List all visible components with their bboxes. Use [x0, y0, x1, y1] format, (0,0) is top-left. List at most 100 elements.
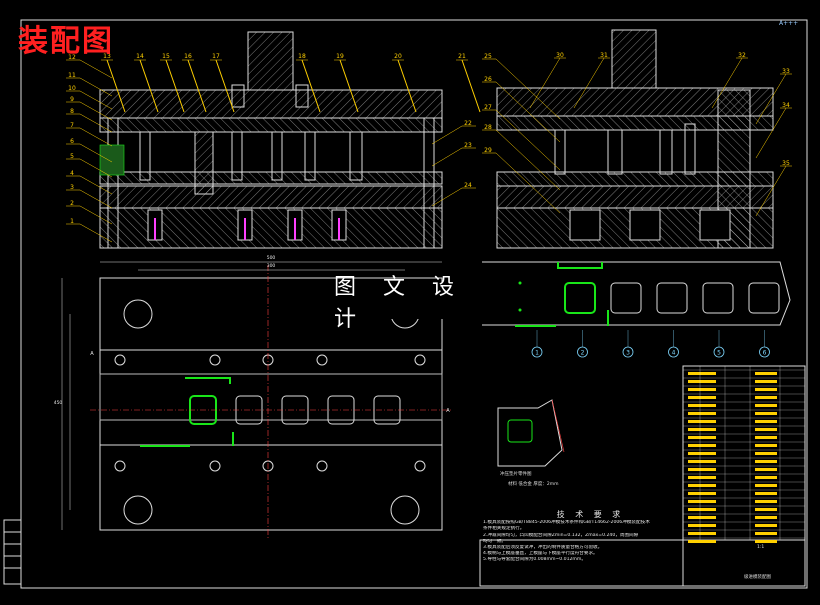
- part-number-label: 22: [464, 120, 472, 127]
- part-number-label: 13: [103, 53, 111, 60]
- technical-requirements: 技 术 要 求 1.模具装配按照GB/T8845-2006冲模技术条件和GB/T…: [483, 510, 698, 564]
- leader-line: [755, 73, 787, 125]
- parts-list-cell: [688, 372, 716, 375]
- part-number-label: 1: [70, 218, 74, 225]
- leader-line: [301, 59, 321, 113]
- leader-line: [79, 59, 113, 79]
- leader-line: [106, 59, 126, 113]
- parts-list-cell: [755, 396, 777, 399]
- leader-line: [79, 189, 113, 209]
- strip-layout: [482, 261, 791, 327]
- leader-line: [79, 205, 113, 225]
- leader-line: [79, 143, 113, 163]
- parts-list-cell: [755, 452, 777, 455]
- parts-list-cell: [755, 436, 777, 439]
- parts-list-cell: [755, 508, 777, 511]
- part-number-label: 3: [70, 184, 74, 191]
- parts-list-cell: [755, 500, 777, 503]
- leader-line: [339, 59, 359, 113]
- station-number: 3: [626, 350, 630, 357]
- parts-list-cell: [755, 380, 777, 383]
- part-number-label: 35: [782, 160, 790, 167]
- title-block-scale: 1:1: [757, 545, 765, 550]
- tech-line: 5.导柱与导套配合间隙为0.008mm~0.012mm。: [483, 557, 586, 563]
- plan-view: [61, 261, 452, 540]
- part-number-label: 4: [70, 170, 74, 177]
- parts-list-cell: [688, 436, 716, 439]
- parts-list-cell: [688, 476, 716, 479]
- revision-block: [3, 519, 22, 585]
- parts-list-cell: [688, 420, 716, 423]
- parts-list-cell: [755, 540, 777, 543]
- part-material: 材料 低合金 厚度：2mm: [508, 482, 559, 487]
- parts-list-cell: [688, 532, 716, 535]
- part-number-label: 12: [68, 54, 76, 61]
- leader-line: [79, 175, 113, 195]
- leader-line: [495, 129, 561, 191]
- leader-line: [495, 58, 561, 120]
- section-mark: A: [446, 408, 450, 414]
- dimension-label: 450: [54, 400, 63, 406]
- leader-line: [215, 59, 235, 113]
- parts-list-cell: [755, 468, 777, 471]
- parts-list-cell: [755, 412, 777, 415]
- part-number-label: 27: [484, 104, 492, 111]
- parts-list-cell: [755, 420, 777, 423]
- leader-line: [573, 57, 605, 109]
- front-section-view: [99, 31, 443, 249]
- part-number-label: 34: [782, 102, 790, 109]
- parts-list-cell: [755, 444, 777, 447]
- part-number-label: 29: [484, 147, 492, 154]
- parts-list-cell: [755, 484, 777, 487]
- station-number: 5: [717, 350, 721, 357]
- parts-list-cell: [688, 444, 716, 447]
- part-number-label: 21: [458, 53, 466, 60]
- parts-list-cell: [755, 428, 777, 431]
- leader-line: [431, 147, 463, 167]
- part-number-label: 14: [136, 53, 144, 60]
- leader-line: [711, 57, 743, 109]
- parts-list-cell: [755, 476, 777, 479]
- part-number-label: 28: [484, 124, 492, 131]
- leader-line: [431, 125, 463, 145]
- part-number-label: 10: [68, 85, 76, 92]
- leader-line: [529, 57, 561, 109]
- parts-list-cell: [755, 524, 777, 527]
- parts-list-cell: [688, 524, 716, 527]
- parts-list-cell: [688, 460, 716, 463]
- leader-line: [495, 152, 561, 214]
- dimension-label: 300: [267, 263, 276, 269]
- part-number-label: 17: [212, 53, 220, 60]
- parts-list-cell: [688, 484, 716, 487]
- dimension-label: 500: [267, 255, 276, 261]
- station-number: 4: [672, 350, 676, 357]
- leader-line: [187, 59, 207, 113]
- part-number-label: 8: [70, 108, 74, 115]
- drawing-border: [20, 19, 808, 589]
- tech-heading: 技 术 要 求: [556, 510, 625, 519]
- parts-list-cell: [688, 404, 716, 407]
- tech-line: 4.模柄与上模座垂直，上模座与下模座平行度符合要求。: [483, 551, 598, 557]
- part-number-label: 2: [70, 200, 74, 207]
- tech-line: 3.模具装配后须反复试冲，冲出的制件质量合格方可验收。: [483, 545, 603, 551]
- leader-line: [79, 223, 113, 243]
- tech-line: 2.冲裁间隙均匀，凸凹模配合间隙Zmin=0.132，Zmax=0.240，周围…: [483, 532, 639, 538]
- leader-line: [495, 109, 561, 171]
- part-number-label: 33: [782, 68, 790, 75]
- part-number-label: 19: [336, 53, 344, 60]
- parts-list-table: [479, 365, 806, 587]
- part-caption: 冲压垫片零件图: [500, 472, 532, 477]
- parts-list-cell: [688, 380, 716, 383]
- page-title: 装配图: [18, 24, 114, 59]
- leader-line: [139, 59, 159, 113]
- leader-line: [79, 127, 113, 147]
- part-number-label: 20: [394, 53, 402, 60]
- part-number-label: 7: [70, 122, 74, 129]
- parts-list-cell: [688, 468, 716, 471]
- station-number: 6: [763, 350, 767, 357]
- part-number-label: 31: [600, 52, 608, 59]
